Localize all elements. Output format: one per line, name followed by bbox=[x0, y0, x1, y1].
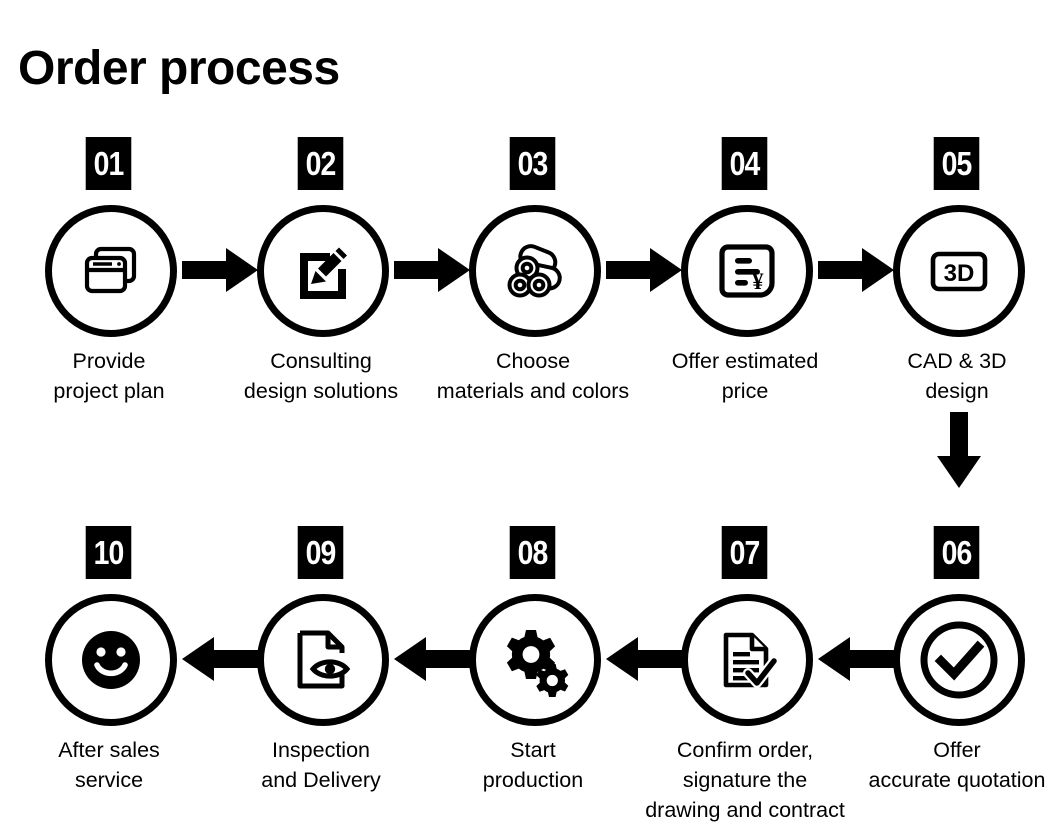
step-label: Choose materials and colors bbox=[436, 349, 630, 403]
step-number-badge: 07 bbox=[721, 526, 768, 579]
pencil-edit-square-icon bbox=[300, 247, 347, 299]
step-icon-circle[interactable]: 3D bbox=[893, 205, 1025, 337]
step-number-badge: 01 bbox=[85, 137, 132, 190]
step-number-badge: 02 bbox=[297, 137, 344, 190]
arrow-02-to-03 bbox=[394, 248, 470, 292]
smiley-face-icon bbox=[82, 631, 140, 689]
step-icon-circle[interactable] bbox=[257, 594, 389, 726]
document-eye-icon bbox=[297, 630, 351, 689]
step-icon-circle[interactable] bbox=[469, 205, 601, 337]
arrow-04-to-05 bbox=[818, 248, 894, 292]
document-check-icon bbox=[723, 632, 779, 688]
step-label: Inspection and Delivery bbox=[261, 738, 381, 792]
arrow-09-to-10 bbox=[182, 637, 258, 681]
arrow-06-to-07 bbox=[818, 637, 894, 681]
step-number-badge: 10 bbox=[85, 526, 132, 579]
step-label: Offer estimated price bbox=[671, 349, 819, 403]
step-label: Provide project plan bbox=[53, 349, 165, 403]
three-d-screen-icon: 3D bbox=[930, 251, 988, 292]
invoice-yen-icon: ¥ bbox=[719, 244, 775, 298]
arrow-03-to-04 bbox=[606, 248, 682, 292]
arrow-05-to-06 bbox=[937, 412, 981, 488]
arrow-08-to-09 bbox=[394, 637, 470, 681]
step-number-badge: 08 bbox=[509, 526, 556, 579]
check-circle-icon bbox=[920, 621, 998, 699]
step-number-badge: 04 bbox=[721, 137, 768, 190]
step-icon-circle[interactable] bbox=[681, 594, 813, 726]
step-label: Confirm order, signature the drawing and… bbox=[645, 738, 845, 822]
step-label: Consulting design solutions bbox=[243, 349, 399, 403]
step-number-badge: 05 bbox=[933, 137, 980, 190]
step-number-badge: 09 bbox=[297, 526, 344, 579]
step-icon-circle[interactable] bbox=[893, 594, 1025, 726]
svg-text:3D: 3D bbox=[944, 260, 975, 287]
page-title: Order process bbox=[18, 42, 340, 95]
stacked-windows-icon bbox=[84, 246, 137, 294]
step-icon-circle[interactable] bbox=[469, 594, 601, 726]
step-icon-circle[interactable] bbox=[45, 594, 177, 726]
step-number-badge: 06 bbox=[933, 526, 980, 579]
step-icon-circle[interactable] bbox=[257, 205, 389, 337]
arrow-07-to-08 bbox=[606, 637, 682, 681]
gears-icon bbox=[506, 630, 569, 697]
step-label: Start production bbox=[482, 738, 584, 792]
step-icon-circle[interactable] bbox=[45, 205, 177, 337]
step-number-badge: 03 bbox=[509, 137, 556, 190]
svg-text:¥: ¥ bbox=[752, 269, 764, 294]
step-label: Offer accurate quotation bbox=[868, 738, 1046, 792]
arrow-01-to-02 bbox=[182, 248, 258, 292]
stacked-pipes-icon bbox=[507, 244, 562, 298]
step-label: After sales service bbox=[58, 738, 160, 792]
step-label: CAD & 3D design bbox=[907, 349, 1007, 403]
step-icon-circle[interactable]: ¥ bbox=[681, 205, 813, 337]
